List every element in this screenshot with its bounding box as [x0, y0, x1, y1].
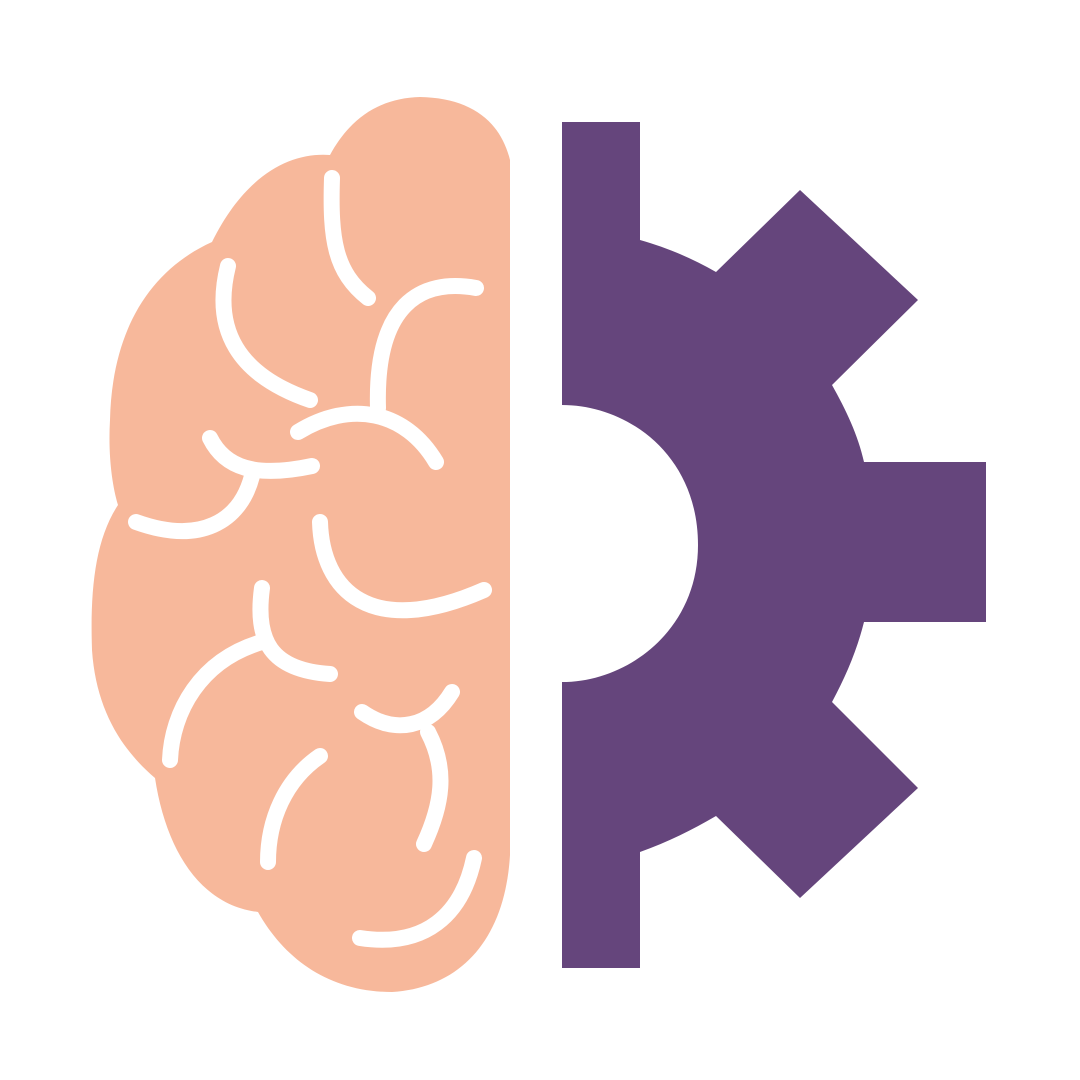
brain-fold — [354, 684, 460, 734]
brain-fold — [162, 634, 270, 768]
brain-fold — [323, 170, 376, 306]
brain-fold — [202, 430, 320, 479]
brain-shape — [91, 97, 510, 992]
brain-fold — [290, 405, 444, 470]
brain-fold — [128, 468, 260, 539]
brain-fold — [260, 748, 328, 870]
brain-half-icon — [91, 97, 510, 992]
gear-half-icon — [562, 122, 986, 968]
brain-fold — [252, 580, 338, 682]
gear-shape — [562, 122, 986, 968]
brain-fold — [215, 258, 318, 408]
brain-fold — [369, 278, 484, 416]
brain-fold — [312, 514, 492, 619]
brain-fold — [352, 850, 482, 948]
brain-fold — [416, 724, 449, 852]
brain-folds — [128, 170, 492, 948]
